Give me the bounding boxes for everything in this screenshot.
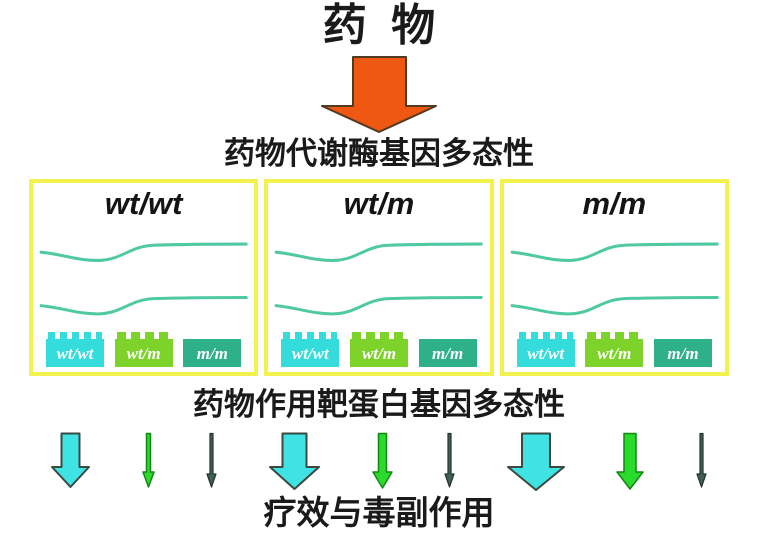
- electropherogram-curves: [274, 242, 484, 316]
- allele-legend: wt/wt wt/m m/m: [37, 329, 250, 368]
- allele-box-wtwt: wt/wt: [46, 332, 104, 368]
- efficacy-arrow-icon-green-large: [616, 432, 645, 490]
- metabolism-label: 药物代谢酶基因多态性: [224, 136, 534, 172]
- allele-box-wtm: wt/m: [114, 332, 173, 368]
- allele-box-mm: m/m: [183, 332, 242, 368]
- efficacy-arrow-icon-dark-thin: [444, 432, 455, 488]
- page-title: 药 物: [322, 1, 436, 50]
- electropherogram-curves: [39, 242, 248, 316]
- comb-teeth: [48, 332, 102, 340]
- comb-teeth: [283, 332, 338, 340]
- allele-box-wtm: wt/m: [585, 332, 644, 368]
- efficacy-arrow-row: [0, 432, 758, 493]
- allele-label: wt/wt: [56, 343, 94, 363]
- electropherogram-curves: [510, 242, 719, 316]
- efficacy-arrow-icon-cyan-large: [506, 432, 565, 491]
- allele-box-mm: m/m: [653, 332, 712, 368]
- drug-down-arrow-icon: [321, 56, 437, 134]
- outcome-label: 疗效与毒副作用: [263, 493, 495, 531]
- panel-mm: m/m wt/wt wt/m m/m: [499, 179, 729, 377]
- allele-box-mm: m/m: [418, 332, 477, 368]
- efficacy-arrow-icon-dark-thin: [206, 432, 217, 488]
- efficacy-arrow-icon-green-small: [141, 432, 155, 488]
- drug-down-arrow-shape: [321, 56, 437, 134]
- panel-wtwt: wt/wt wt/wt wt/m m/m: [29, 179, 259, 377]
- genotype-panels: wt/wt wt/wt wt/m m/m: [0, 179, 758, 377]
- efficacy-arrow-icon-green-medium: [371, 432, 393, 489]
- panel-wtm-title: wt/m: [343, 186, 415, 222]
- comb-teeth: [518, 332, 573, 340]
- allele-legend: wt/wt wt/m m/m: [508, 329, 721, 368]
- target-label: 药物作用靶蛋白基因多态性: [193, 387, 565, 423]
- comb-teeth: [116, 332, 171, 340]
- allele-label: wt/wt: [527, 343, 565, 363]
- efficacy-arrow-icon-dark-thin: [696, 432, 707, 488]
- allele-box-wtwt: wt/wt: [281, 332, 340, 368]
- allele-legend: wt/wt wt/m m/m: [272, 329, 485, 368]
- allele-label: wt/wt: [291, 343, 329, 363]
- allele-label: wt/m: [126, 343, 161, 363]
- comb-teeth: [351, 332, 406, 340]
- panel-mm-title: m/m: [582, 186, 647, 222]
- allele-label: wt/m: [597, 343, 632, 363]
- allele-label: wt/m: [361, 343, 396, 363]
- efficacy-arrow-icon-cyan-small: [51, 432, 90, 488]
- allele-box-wtwt: wt/wt: [516, 332, 575, 368]
- panel-wtm: wt/m wt/wt wt/m m/m: [264, 179, 494, 377]
- efficacy-arrow-icon-cyan-medium: [268, 432, 320, 490]
- comb-teeth: [587, 332, 642, 340]
- allele-label: m/m: [667, 343, 699, 363]
- allele-label: m/m: [196, 343, 228, 363]
- allele-label: m/m: [432, 343, 464, 363]
- allele-box-wtm: wt/m: [349, 332, 408, 368]
- panel-wtwt-title: wt/wt: [104, 186, 183, 222]
